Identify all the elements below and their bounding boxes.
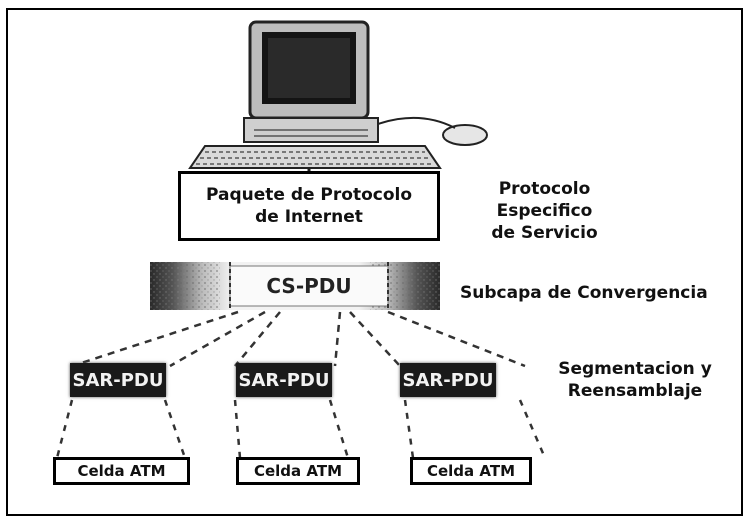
service-protocol-line-2: de Servicio — [491, 223, 598, 243]
sar-to-cell-connectors — [55, 399, 547, 459]
cs-pdu-label: CS-PDU — [266, 274, 352, 298]
atm-cell-box-3: Celda ATM — [410, 457, 532, 485]
convergence-sublayer-label: Subcapa de Convergencia — [460, 283, 708, 303]
packet-label-line-1: Paquete de Protocolo — [205, 185, 413, 205]
segmentation-reassembly-label: Segmentacion y Reensamblaje — [550, 358, 720, 402]
atm-cell-box-1: Celda ATM — [53, 457, 190, 485]
atm-cell-box-2: Celda ATM — [236, 457, 360, 485]
service-protocol-line-1: Protocolo Especifico — [496, 179, 593, 221]
packet-label-line-2: de Internet — [255, 207, 363, 227]
cs-to-sar-connectors — [71, 310, 526, 368]
internet-protocol-packet-box: Paquete de Protocolo de Internet — [178, 171, 440, 241]
sar-label-line-1: Segmentacion y — [558, 359, 712, 379]
computer-icon — [188, 20, 488, 174]
cs-pdu-band — [150, 262, 440, 310]
sar-pdu-block-1: SAR-PDU — [70, 363, 166, 397]
service-protocol-label: Protocolo Especifico de Servicio — [452, 178, 637, 244]
sar-pdu-block-3: SAR-PDU — [400, 363, 496, 397]
sar-pdu-block-2: SAR-PDU — [236, 363, 332, 397]
sar-label-line-2: Reensamblaje — [567, 381, 703, 401]
